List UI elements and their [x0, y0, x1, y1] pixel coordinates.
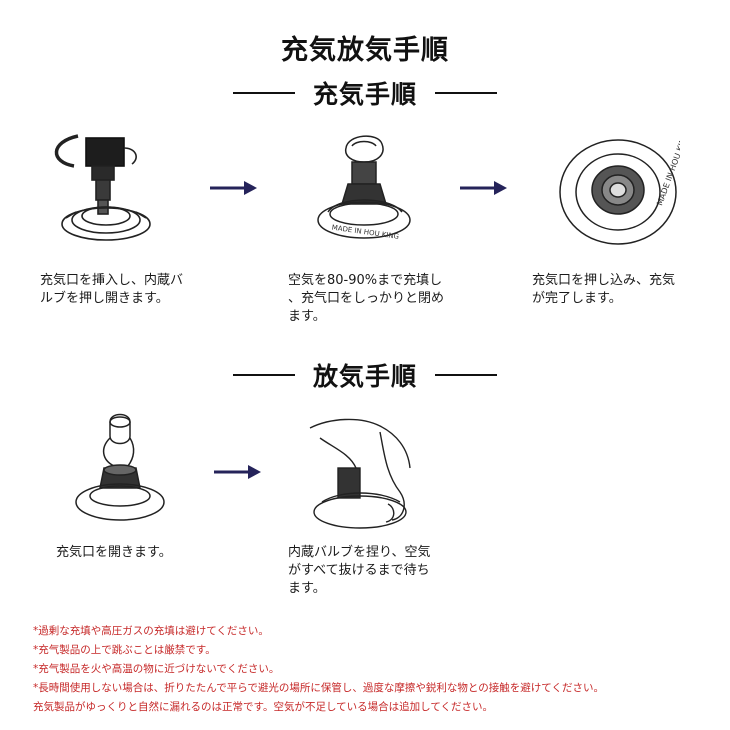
- heading-rule-left: [232, 374, 295, 376]
- inflate-step-1-illustration: [48, 128, 168, 246]
- caption-line: 充気口を開きます。: [56, 545, 172, 560]
- caption-line: 内蔵バルブを捏り、空気: [288, 545, 431, 560]
- deflate-heading-text: 放気手順: [312, 362, 417, 391]
- caption-line: ます。: [288, 309, 326, 324]
- inflate-step-2-caption: 空気を80-90%まで充填し 、充气口をしっかりと閉め ます。: [288, 272, 478, 326]
- caution-note: 充気製品がゆっくりと自然に漏れるのは正常です。空気が不足している場合は追加してく…: [33, 701, 494, 713]
- inflate-step-1-caption: 充気口を挿入し、内蔵バ ルブを押し開きます。: [40, 272, 220, 308]
- deflate-step-2-illustration: [300, 408, 420, 536]
- caption-line: ます。: [288, 581, 326, 596]
- caption-line: 、充气口をしっかりと閉め: [288, 291, 445, 306]
- caption-line: 充気口を挿入し、内蔵バ: [40, 273, 184, 288]
- inflate-heading: 充気手順: [0, 76, 730, 110]
- heading-rule-left: [232, 92, 295, 94]
- deflate-step-1-illustration: [70, 408, 170, 536]
- caution-note: *過剰な充填や高圧ガスの充填は避けてください。: [33, 625, 269, 637]
- arrow-icon: [208, 178, 260, 198]
- caption-line: 充気口を押し込み、充気: [532, 273, 676, 288]
- arrow-icon: [212, 462, 264, 482]
- inflate-heading-text: 充気手順: [312, 80, 417, 109]
- heading-rule-right: [435, 92, 497, 94]
- inflate-step-3-illustration: MADE IN HOU KING: [556, 136, 680, 248]
- deflate-heading: 放気手順: [0, 358, 730, 392]
- deflate-step-1-caption: 充気口を開きます。: [56, 544, 236, 562]
- arrow-icon: [458, 178, 510, 198]
- page-title: 充気放気手順: [281, 35, 449, 66]
- caption-line: がすべて抜けるまで待ち: [288, 563, 430, 578]
- caution-note: *充气製品の上で跳ぶことは厳禁です。: [33, 644, 216, 656]
- inflate-step-2-illustration: MADE IN HOU KING: [308, 128, 428, 246]
- caption-line: が完了します。: [532, 291, 622, 306]
- inflate-step-3-caption: 充気口を押し込み、充気 が完了します。: [532, 272, 712, 308]
- caption-line: ルブを押し開きます。: [40, 291, 169, 306]
- deflate-step-2-caption: 内蔵バルブを捏り、空気 がすべて抜けるまで待ち ます。: [288, 544, 478, 598]
- caution-notes: *過剰な充填や高圧ガスの充填は避けてください。 *充气製品の上で跳ぶことは厳禁で…: [33, 622, 713, 717]
- caution-note: *長時間使用しない場合は、折りたたんで平らで避光の場所に保管し、過度な摩擦や鋭利…: [33, 682, 604, 694]
- caption-line: 空気を80-90%まで充填し: [288, 273, 443, 288]
- caution-note: *充气製品を火や高温の物に近づけないでください。: [33, 663, 280, 675]
- heading-rule-right: [435, 374, 497, 376]
